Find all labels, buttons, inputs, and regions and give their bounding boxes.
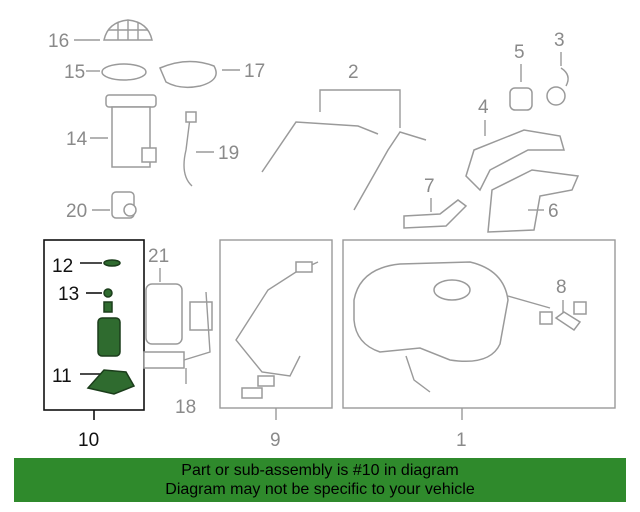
part-18-wire <box>183 291 211 361</box>
label-6: 6 <box>548 201 559 222</box>
info-banner: Part or sub-assembly is #10 in diagram D… <box>14 458 626 502</box>
part-13-seal[interactable] <box>103 288 113 298</box>
part-19-connector <box>185 111 197 123</box>
leader-2 <box>319 89 401 128</box>
part-1-tank-line <box>507 295 551 309</box>
part-21-filter[interactable] <box>145 283 183 345</box>
label-19: 19 <box>218 143 239 164</box>
banner-line-1: Part or sub-assembly is #10 in diagram <box>181 462 459 479</box>
part-1-fuel-tank[interactable] <box>353 261 509 362</box>
label-3: 3 <box>554 30 565 51</box>
label-2: 2 <box>348 62 359 83</box>
label-5: 5 <box>514 42 525 63</box>
label-20: 20 <box>66 201 87 222</box>
banner-line-2: Diagram may not be specific to your vehi… <box>165 481 475 498</box>
part-9-connector-b <box>257 375 275 387</box>
callout-box-1[interactable] <box>342 239 616 409</box>
part-12-ring[interactable] <box>103 259 121 267</box>
label-10: 10 <box>78 430 99 451</box>
callout-box-9[interactable] <box>219 239 333 409</box>
label-12: 12 <box>52 256 73 277</box>
part-17-plate[interactable] <box>159 60 217 89</box>
label-15: 15 <box>64 62 85 83</box>
part-8-valve[interactable] <box>539 301 587 332</box>
label-11: 11 <box>52 366 72 387</box>
part-6-shield[interactable] <box>487 169 580 233</box>
part-1-tank-pipe <box>405 355 431 393</box>
label-21: 21 <box>148 246 169 267</box>
part-19-harness[interactable] <box>183 117 193 187</box>
part-11-filter[interactable] <box>86 369 136 395</box>
label-13: 13 <box>58 284 79 305</box>
part-5-lid[interactable] <box>509 87 533 111</box>
part-15-ring[interactable] <box>101 63 147 81</box>
label-14: 14 <box>66 129 88 150</box>
label-18: 18 <box>175 397 196 418</box>
part-10-fuel-pump[interactable] <box>97 301 121 357</box>
part-20-regulator[interactable] <box>111 191 137 219</box>
part-18-sensor[interactable] <box>143 351 185 369</box>
part-9-harness[interactable] <box>235 261 319 377</box>
fuel-system-diagram: 16 15 17 14 19 20 2 3 5 4 6 <box>43 19 616 451</box>
part-16-cap[interactable] <box>103 19 153 41</box>
label-9: 9 <box>270 430 281 451</box>
part-9-connector-c <box>241 387 263 399</box>
label-1: 1 <box>456 430 467 451</box>
part-7-hose[interactable] <box>403 199 468 229</box>
part-4-filler-neck[interactable] <box>465 129 565 192</box>
part-9-connector-a <box>295 261 313 273</box>
part-2-strap-left[interactable] <box>261 121 379 173</box>
part-3-cap[interactable] <box>546 67 569 106</box>
part-14-pump-module[interactable] <box>105 94 157 168</box>
label-16: 16 <box>48 31 69 52</box>
label-4: 4 <box>478 97 489 118</box>
part-1-tank-opening <box>433 279 471 301</box>
label-8: 8 <box>556 277 567 298</box>
label-7: 7 <box>424 176 435 197</box>
part-2-strap-right[interactable] <box>353 131 427 211</box>
label-17: 17 <box>244 61 265 82</box>
